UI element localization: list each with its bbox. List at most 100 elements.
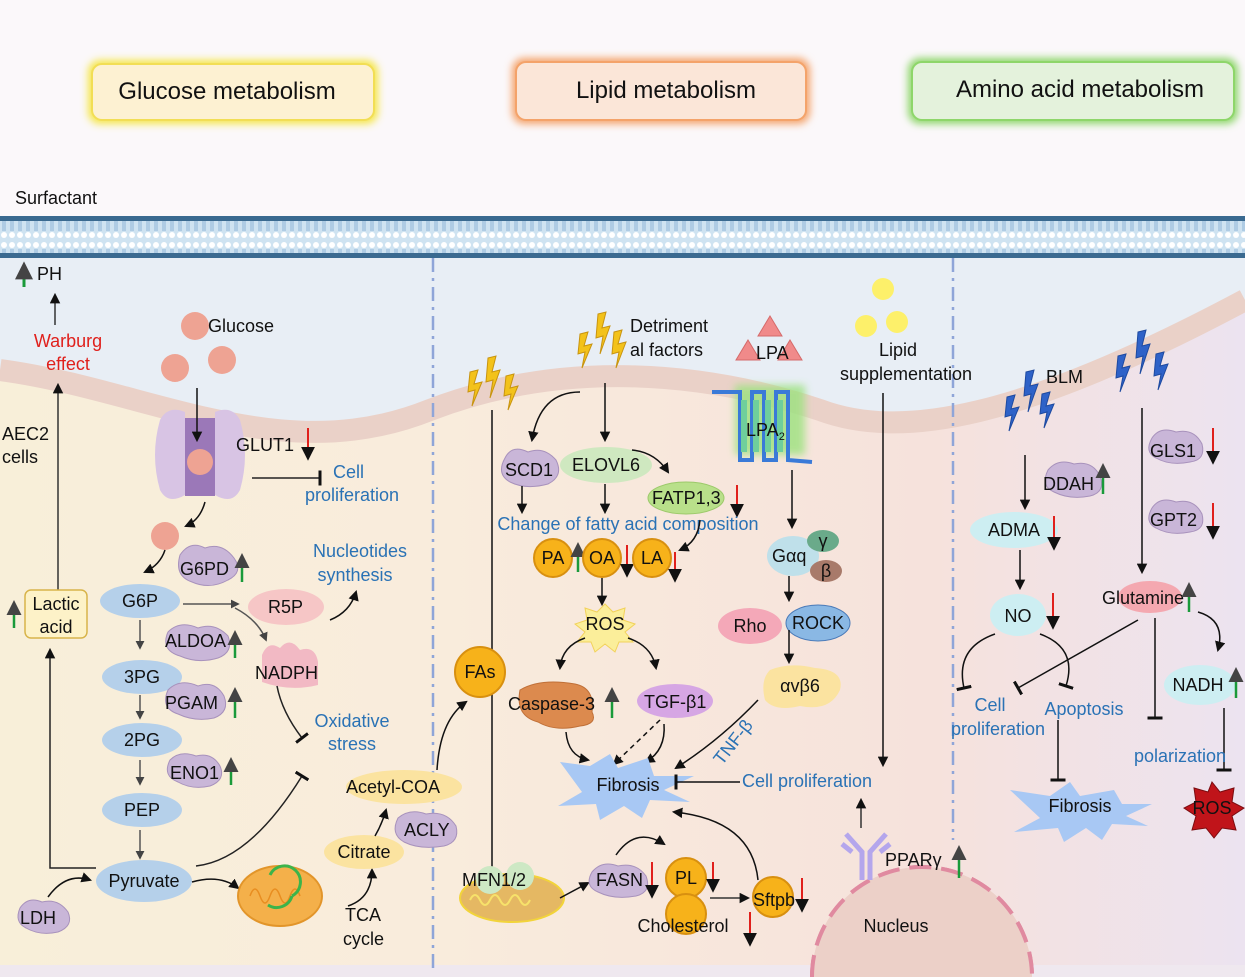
oxidative-label-1: Oxidative <box>314 711 389 731</box>
fatp-label: FATP1,3 <box>652 488 721 508</box>
ros-burst-icon <box>573 603 637 653</box>
surfactant-label: Surfactant <box>15 188 97 208</box>
ros-label: ROS <box>585 614 624 634</box>
header-lipid-label: Lipid metabolism <box>576 77 756 104</box>
svg-text:NO: NO <box>1005 606 1032 626</box>
ddah-label: DDAH <box>1043 474 1094 494</box>
eno1-enzyme-icon <box>166 753 223 788</box>
g6pd-label: G6PD <box>180 559 229 579</box>
sftpb-node <box>752 876 794 918</box>
cell-proliferation-amino-label-1: Cell <box>974 695 1005 715</box>
svg-text:R5P: R5P <box>268 597 303 617</box>
lpa2-receptor-icon <box>712 385 813 464</box>
nadph-icon <box>262 642 318 688</box>
g6p-node <box>100 584 180 618</box>
lipid-section: Detriment al factors LPA LPA2 Lipid supp… <box>454 278 1034 977</box>
header-amino-label: Amino acid metabolism <box>956 76 1204 103</box>
acetyl-coa-node <box>346 770 462 804</box>
mitochondrion-icon <box>237 864 323 927</box>
glucose-label: Glucose <box>208 316 274 336</box>
cell-proliferation-label-1: Cell <box>333 462 364 482</box>
acly-label: ACLY <box>404 820 450 840</box>
lipid-droplet-icon <box>855 315 877 337</box>
svg-text:PEP: PEP <box>124 800 160 820</box>
header-glucose: Glucose metabolism <box>88 60 378 124</box>
svg-text:PL: PL <box>675 868 697 888</box>
lactic-acid-box <box>24 589 88 639</box>
svg-text:Rho: Rho <box>733 616 766 636</box>
lactic-label-1: Lactic <box>32 594 79 614</box>
nadh-node <box>1164 665 1236 705</box>
lightning-icon <box>1115 329 1169 393</box>
gaq-node <box>767 536 819 576</box>
glut1-label: GLUT1 <box>236 435 294 455</box>
2pg-node <box>102 723 182 757</box>
cell-proliferation-label-2: proliferation <box>305 485 399 505</box>
no-node <box>990 594 1046 636</box>
cholesterol-node <box>665 893 707 935</box>
tgfb1-label: TGF-β1 <box>644 692 706 712</box>
nucleus-label: Nucleus <box>863 916 928 936</box>
ldh-label: LDH <box>20 908 56 928</box>
glutamine-node <box>1118 581 1182 613</box>
pparg-label: PPARγ <box>885 850 942 870</box>
nucleotides-label-1: Nucleotides <box>313 541 407 561</box>
lightning-icon <box>467 355 519 411</box>
detrimental-label-1: Detriment <box>630 316 708 336</box>
glucose-molecule-icon <box>208 346 236 374</box>
fa-change-label: Change of fatty acid composition <box>497 514 758 534</box>
avb6-icon <box>763 665 841 708</box>
fibrosis-burst-icon <box>558 754 694 820</box>
svg-text:γ: γ <box>819 531 828 551</box>
lipid-droplet-icon <box>886 311 908 333</box>
aec2-label-2: cells <box>2 447 38 467</box>
avb6-label: αvβ6 <box>780 676 820 696</box>
rock-node <box>785 604 851 642</box>
apoptosis-label: Apoptosis <box>1044 699 1123 719</box>
nadh-label: NADH <box>1172 675 1223 695</box>
amino-section: BLM DDAH GLS1 GPT2 ADMA NO Glutamine <box>951 329 1245 842</box>
gaq-label: Gαq <box>772 546 806 566</box>
lpa-label: LPA <box>756 343 789 363</box>
acly-enzyme-icon <box>394 811 458 848</box>
polarization-label: polarization <box>1134 746 1226 766</box>
pgam-label: PGAM <box>165 693 218 713</box>
tgfb1-node <box>637 684 713 718</box>
warburg-label-1: Warburg <box>34 331 102 351</box>
pa-node <box>533 538 573 578</box>
nadph-label: NADPH <box>255 663 318 683</box>
nucleotides-label-2: synthesis <box>317 565 392 585</box>
ros-amino-star-icon <box>1183 781 1245 839</box>
svg-text:FAs: FAs <box>464 662 495 682</box>
cell-proliferation-lipid-label: Cell proliferation <box>742 771 872 791</box>
glut1-transporter-icon <box>155 388 245 499</box>
pyruvate-node <box>96 860 192 902</box>
tca-label-2: cycle <box>343 929 384 949</box>
header-lipid: Lipid metabolism <box>512 58 810 124</box>
lipid-droplet-icon <box>872 278 894 300</box>
3pg-node <box>102 660 182 694</box>
header-amino: Amino acid metabolism <box>908 58 1238 124</box>
cell-proliferation-amino-label-2: proliferation <box>951 719 1045 739</box>
scd1-enzyme-icon <box>500 448 560 488</box>
svg-text:2PG: 2PG <box>124 730 160 750</box>
lipid-supp-label-2: supplementation <box>840 364 972 384</box>
svg-text:3PG: 3PG <box>124 667 160 687</box>
aldoa-enzyme-icon <box>165 624 231 662</box>
svg-text:β: β <box>821 561 831 581</box>
pgam-enzyme-icon <box>165 682 227 720</box>
lightning-icon <box>1004 369 1055 432</box>
glucose-molecule-icon <box>161 354 189 382</box>
glucose-molecule-icon <box>181 312 209 340</box>
oxidative-label-2: stress <box>328 734 376 754</box>
cholesterol-label: Cholesterol <box>637 916 728 936</box>
fibrosis-label: Fibrosis <box>596 775 659 795</box>
svg-text:Acetyl-COA: Acetyl-COA <box>346 777 440 797</box>
fatp-node <box>647 481 725 515</box>
ros-amino-label: ROS <box>1192 798 1231 818</box>
svg-text:Citrate: Citrate <box>337 842 390 862</box>
gpt2-enzyme-icon <box>1148 499 1204 534</box>
lpa-triangles-icon <box>735 315 803 361</box>
surfactant-bilayer <box>0 216 1245 258</box>
glucose-section: PH Warburg effect AEC2 cells Glucose GLU… <box>2 261 468 949</box>
